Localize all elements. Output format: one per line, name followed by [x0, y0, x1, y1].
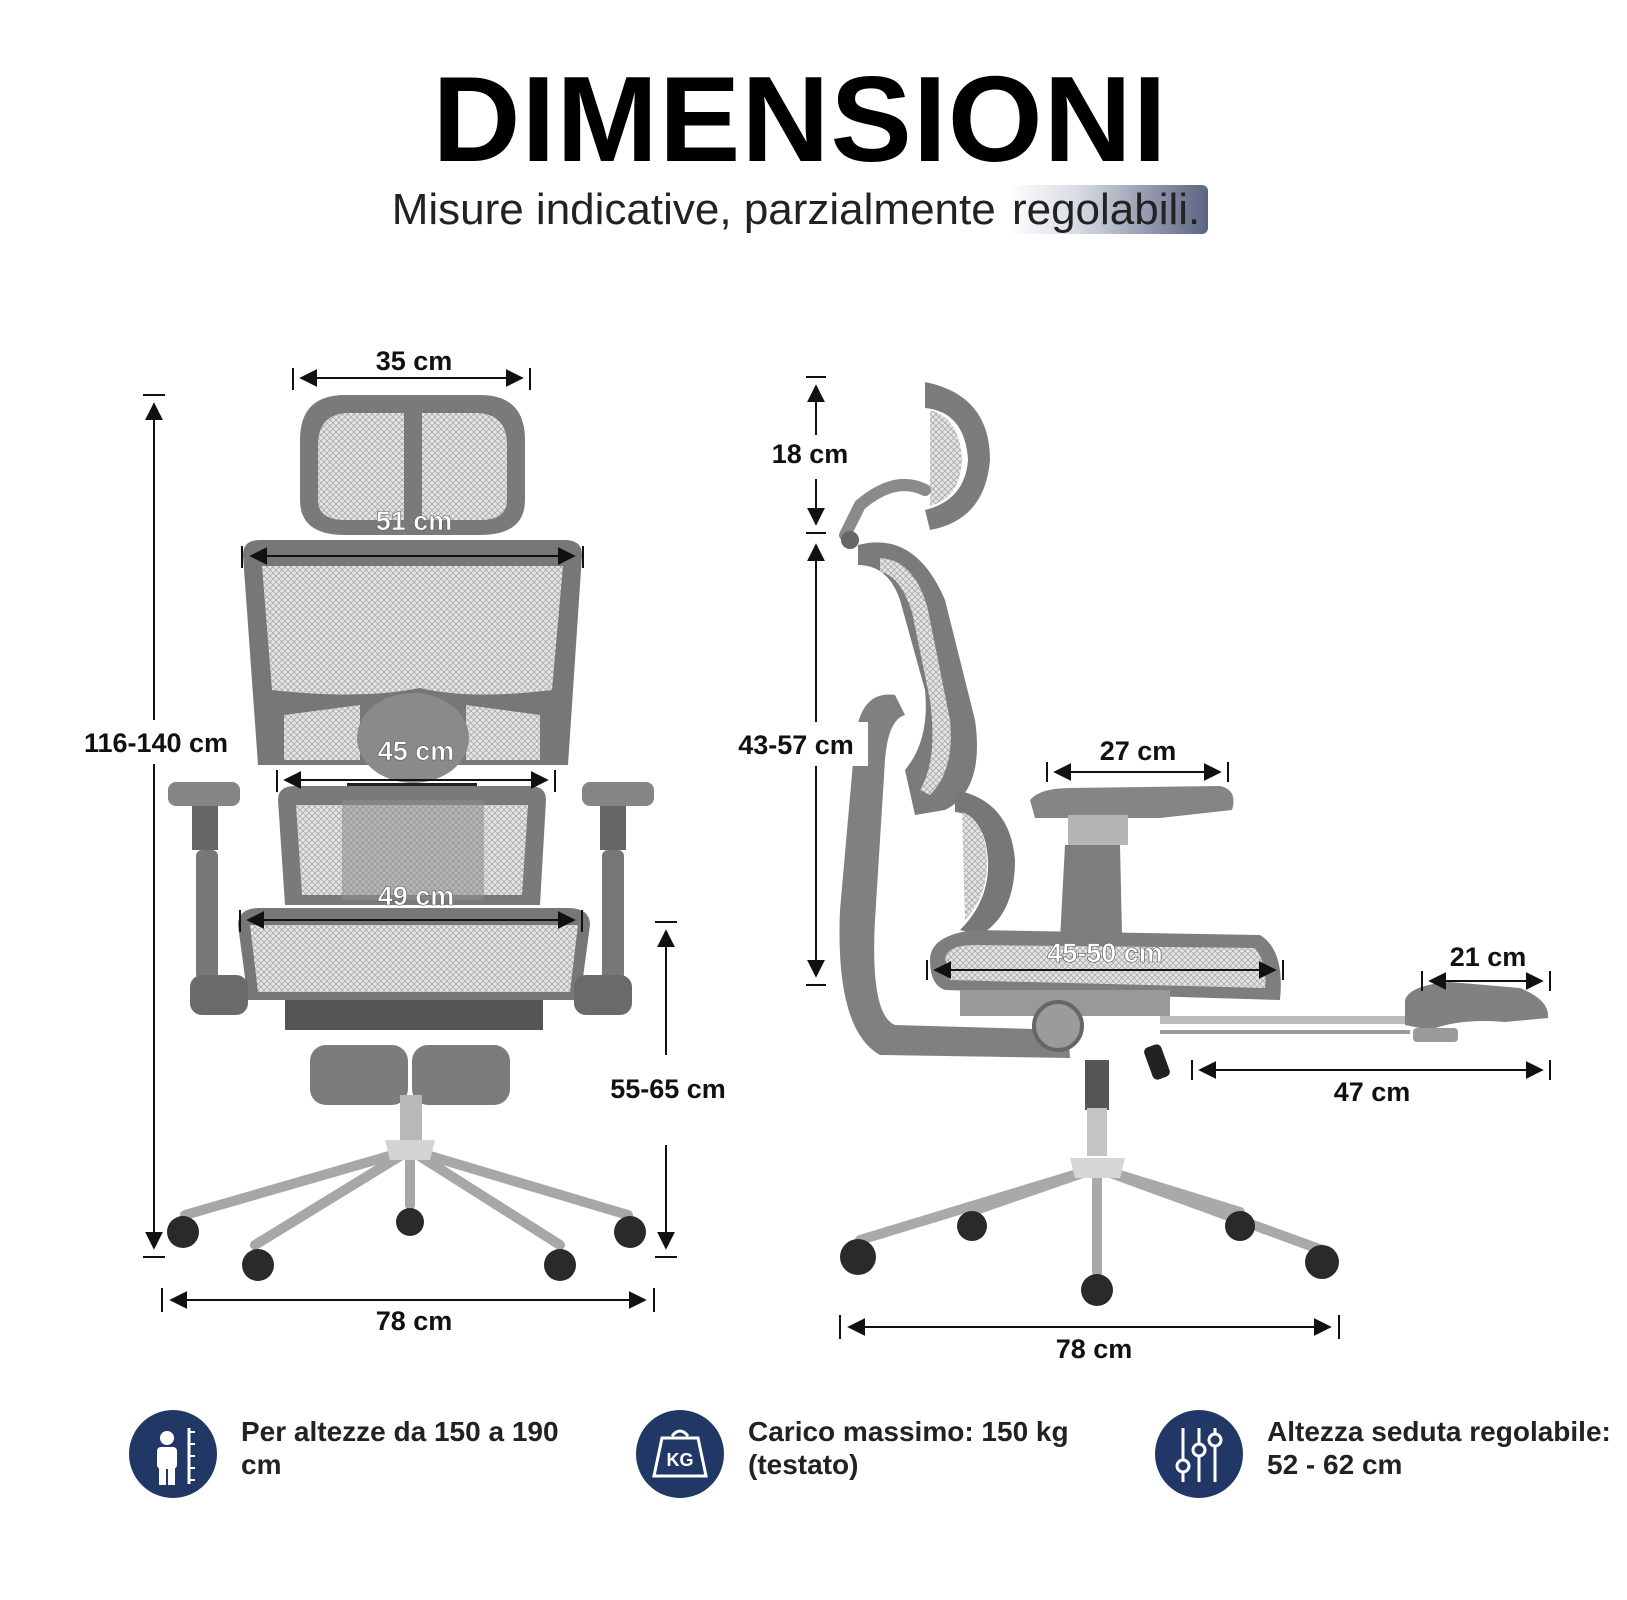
side-footrest [1160, 982, 1549, 1042]
front-footrest-left [310, 1045, 408, 1105]
svg-text:KG: KG [667, 1450, 694, 1470]
feature-max-load: KG Carico massimo: 150 kg (testato) [636, 1405, 1106, 1505]
total-height-label: 116-140 cm [84, 728, 228, 758]
headrest-height-label: 18 cm [772, 439, 849, 469]
front-view-chair [167, 395, 654, 1281]
feature-text-height: Per altezze da 150 a 190 cm [241, 1416, 559, 1480]
seat-depth-label: 45-50 cm [1047, 938, 1163, 968]
armrest-length-label: 27 cm [1100, 736, 1177, 766]
feature-height-range: Per altezze da 150 a 190 cm [129, 1405, 599, 1505]
side-view-chair [839, 382, 1549, 1306]
subtitle-highlight: regolabili. [1007, 185, 1209, 234]
feature-seat-height: Altezza seduta regolabile: 52 - 62 cm [1155, 1405, 1611, 1505]
front-left-armpad [168, 782, 240, 806]
seat-width-label: 49 cm [378, 881, 455, 911]
front-footrest-right [412, 1045, 510, 1105]
headrest-width-label: 35 cm [376, 346, 453, 376]
footrest-length-label: 21 cm [1450, 942, 1527, 972]
front-base-width-label: 78 cm [376, 1306, 453, 1336]
side-dimension-lines [806, 376, 1551, 1339]
seat-height-label: 55-65 cm [610, 1074, 726, 1104]
front-right-armpad [582, 782, 654, 806]
side-armrest [1030, 786, 1234, 818]
page-title: DIMENSIONI [432, 51, 1168, 187]
front-star-base [180, 1145, 633, 1250]
front-gas-lift [400, 1095, 422, 1143]
backrest-height-label: 43-57 cm [738, 730, 854, 760]
front-casters [167, 1208, 646, 1281]
side-headrest [925, 382, 990, 530]
page-subtitle: Misure indicative, parzialmente regolabi… [0, 185, 1600, 234]
kg-weight-icon: KG [636, 1410, 724, 1498]
person-height-icon [129, 1410, 217, 1498]
side-lumbar [955, 790, 1015, 935]
feature-text-seat-height: Altezza seduta regolabile: 52 - 62 cm [1267, 1416, 1611, 1480]
side-base-depth-label: 78 cm [1056, 1334, 1133, 1364]
lumbar-width-label: 45 cm [378, 736, 455, 766]
feature-text-load: Carico massimo: 150 kg (testato) [748, 1416, 1069, 1480]
footrest-extension-label: 47 cm [1334, 1077, 1411, 1107]
adjust-sliders-icon [1155, 1410, 1243, 1498]
side-gas-lift [1087, 1108, 1107, 1156]
backrest-top-width-label: 51 cm [376, 506, 453, 536]
subtitle-text: Misure indicative, parzialmente [391, 185, 1008, 234]
side-casters [840, 1211, 1339, 1306]
